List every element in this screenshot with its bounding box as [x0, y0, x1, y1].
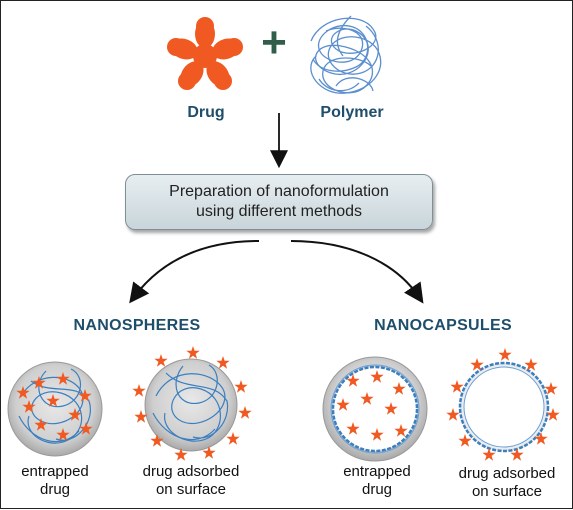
preparation-line-2: using different methods: [195, 203, 363, 220]
nanosphere-adsorbed-drug: [132, 346, 252, 461]
caption-line: drug adsorbed: [142, 463, 240, 480]
right-curved-arrow: [290, 240, 424, 304]
caption-line: on surface: [471, 483, 543, 500]
nanosphere-entrapped-caption: entrapped drug: [5, 463, 105, 499]
polymer-coil-icon: [310, 15, 382, 94]
caption-line: on surface: [155, 481, 227, 498]
nanocapsule-adsorbed-drug: [446, 348, 560, 461]
drug-label: Drug: [187, 104, 225, 121]
caption-line: drug adsorbed: [458, 465, 556, 482]
polymer-label: Polymer: [320, 104, 384, 121]
plus-sign: +: [261, 18, 287, 67]
caption-line: drug: [39, 481, 71, 498]
left-curved-arrow: [129, 240, 260, 304]
nanocapsules-title: NANOCAPSULES: [374, 317, 512, 334]
caption-line: drug: [361, 481, 393, 498]
nanosphere-entrapped-drug: [7, 361, 103, 457]
nanocapsule-entrapped-caption: entrapped drug: [327, 463, 427, 499]
nanocapsule-entrapped-drug: [322, 356, 428, 462]
caption-line: entrapped: [21, 463, 89, 480]
caption-line: entrapped: [343, 463, 411, 480]
nanosphere-adsorbed-caption: drug adsorbed on surface: [129, 463, 253, 499]
preparation-line-1: Preparation of nanoformulation: [169, 183, 389, 200]
nanocapsule-adsorbed-caption: drug adsorbed on surface: [445, 465, 569, 501]
drug-molecule-icon: [167, 17, 243, 90]
preparation-box: Preparation of nanoformulation using dif…: [125, 174, 433, 230]
nanospheres-title: NANOSPHERES: [73, 317, 201, 334]
